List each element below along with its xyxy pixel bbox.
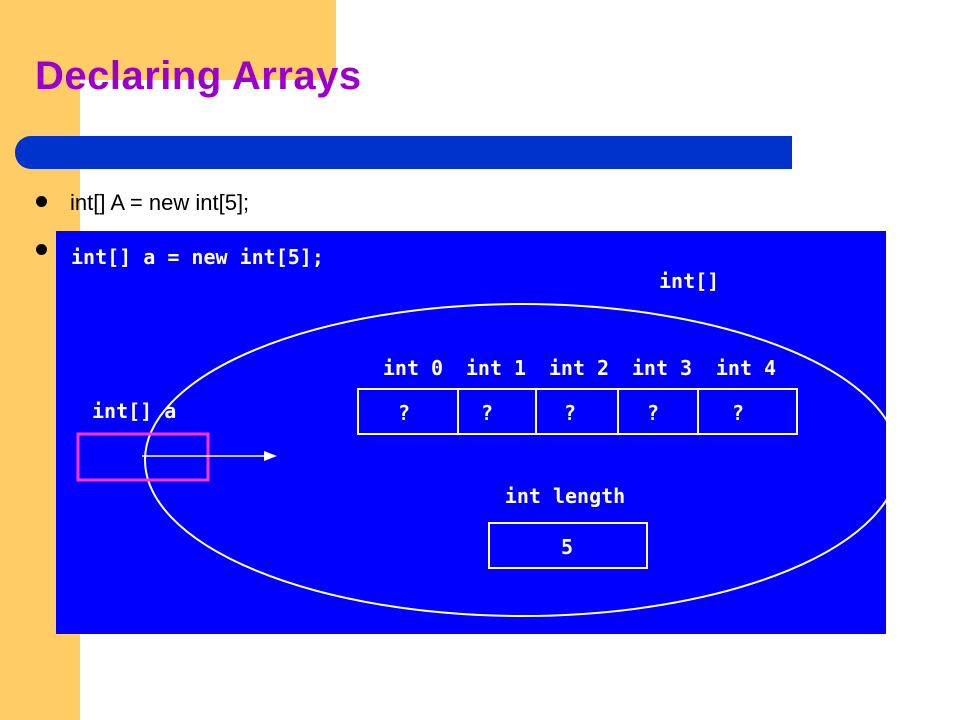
accent-strip-top — [0, 0, 336, 80]
element-header-0: int 0 — [383, 356, 443, 380]
bullet-dot-1 — [36, 196, 47, 207]
array-memory-diagram: int[] a = new int[5]; int[] int[] a int … — [56, 231, 886, 634]
code-line: int[] a = new int[5]; — [71, 245, 324, 269]
element-header-3: int 3 — [632, 356, 692, 380]
length-value: 5 — [561, 535, 573, 559]
length-box — [488, 522, 648, 569]
element-value-3: ? — [647, 401, 659, 425]
element-value-2: ? — [564, 401, 576, 425]
element-header-1: int 1 — [466, 356, 526, 380]
array-object-ellipse — [144, 303, 886, 617]
reference-arrow-head — [264, 451, 277, 461]
element-value-4: ? — [732, 401, 744, 425]
object-type-label: int[] — [659, 269, 719, 293]
bullet-dot-2 — [36, 244, 47, 255]
slide-title: Declaring Arrays — [35, 54, 362, 98]
element-header-2: int 2 — [549, 356, 609, 380]
variable-box — [76, 432, 210, 482]
variable-label: int[] a — [92, 399, 176, 423]
element-value-0: ? — [398, 401, 410, 425]
title-underline-bar — [15, 136, 792, 169]
element-value-1: ? — [481, 401, 493, 425]
length-label: int length — [505, 484, 625, 508]
element-cell-4 — [697, 388, 798, 435]
element-header-4: int 4 — [716, 356, 776, 380]
bullet-text-1: int[] A = new int[5]; — [70, 190, 250, 215]
